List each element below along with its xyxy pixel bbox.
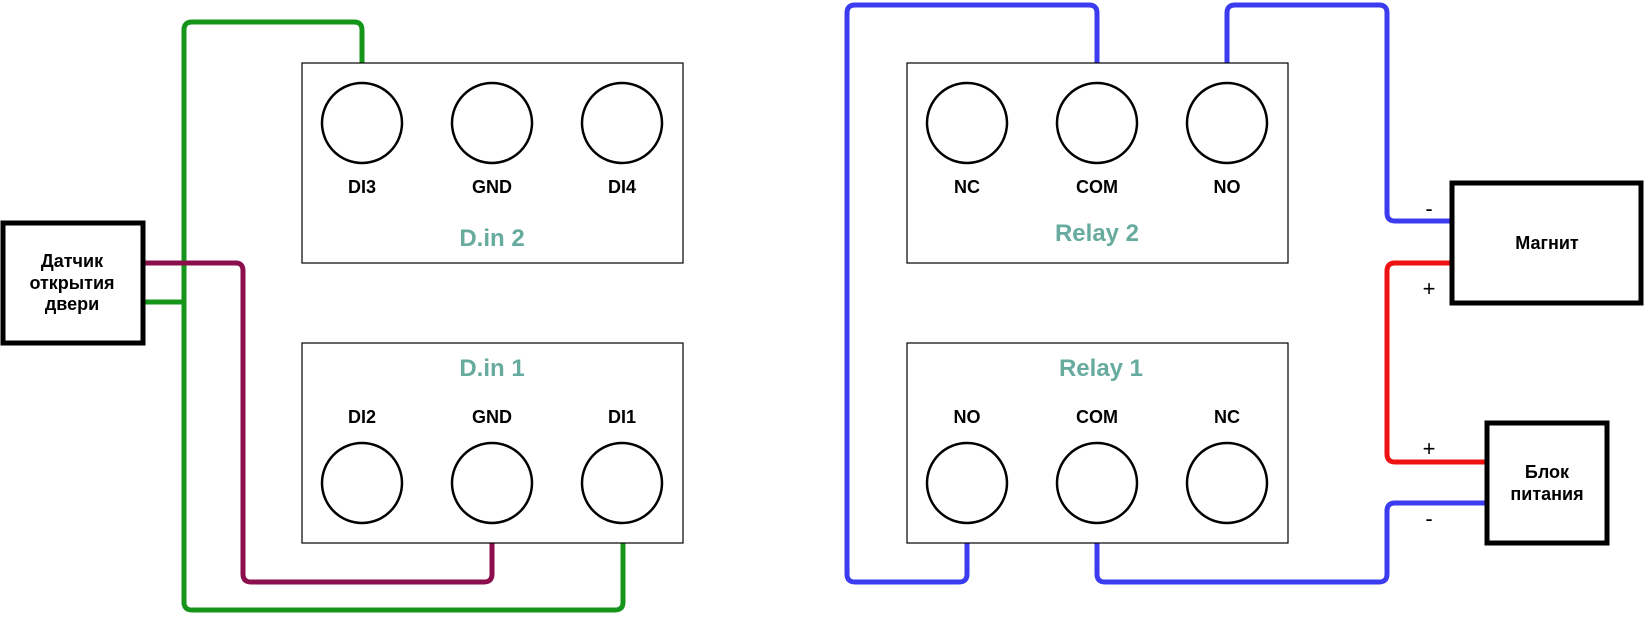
panel-relay1: Relay 1 NO COM NC bbox=[906, 342, 1289, 544]
terminal-relay1-no[interactable] bbox=[925, 441, 1009, 525]
wire-relay1-com-to-psu bbox=[1094, 500, 1487, 585]
panel-din1: D.in 1 DI2 GND DI1 bbox=[301, 342, 684, 544]
label-di1: DI1 bbox=[608, 407, 636, 427]
power-supply-label-line1: Блок bbox=[1525, 462, 1570, 482]
panel-relay2-title: Relay 2 bbox=[1055, 220, 1139, 247]
label-relay2-no: NO bbox=[1214, 177, 1241, 197]
terminal-relay2-com[interactable] bbox=[1055, 81, 1139, 165]
polarity-magnet-plus: + bbox=[1423, 276, 1436, 301]
label-relay1-com: COM bbox=[1076, 407, 1118, 427]
terminal-di4[interactable] bbox=[580, 81, 664, 165]
panel-din2: DI3 GND DI4 D.in 2 bbox=[301, 62, 684, 264]
polarity-psu-minus: - bbox=[1425, 506, 1432, 531]
panel-din2-title: D.in 2 bbox=[459, 225, 524, 252]
terminal-din2-gnd[interactable] bbox=[450, 81, 534, 165]
power-supply-box[interactable] bbox=[1484, 420, 1610, 546]
wire-magnet-to-psu-plus bbox=[1384, 260, 1487, 465]
panel-din1-title: D.in 1 bbox=[459, 355, 524, 382]
terminal-relay2-nc[interactable] bbox=[925, 81, 1009, 165]
wire-sensor-to-gnd bbox=[145, 260, 495, 585]
power-supply-label-line2: питания bbox=[1510, 484, 1583, 504]
door-sensor-label-line1: Датчик bbox=[41, 251, 104, 271]
device-magnet: Магнит bbox=[1449, 180, 1644, 306]
wire-relay1-no-to-relay2-com bbox=[844, 2, 1100, 585]
panel-relay2: NC COM NO Relay 2 bbox=[906, 62, 1289, 264]
terminal-di1[interactable] bbox=[580, 441, 664, 525]
terminal-di2[interactable] bbox=[320, 441, 404, 525]
label-relay1-nc: NC bbox=[1214, 407, 1240, 427]
label-din1-gnd: GND bbox=[472, 407, 512, 427]
terminal-din1-gnd[interactable] bbox=[450, 441, 534, 525]
wire-relay2-no-to-magnet bbox=[1224, 2, 1452, 224]
terminal-relay1-com[interactable] bbox=[1055, 441, 1139, 525]
label-di2: DI2 bbox=[348, 407, 376, 427]
door-sensor-box[interactable] bbox=[0, 220, 146, 346]
door-sensor-label-line3: двери bbox=[45, 294, 99, 314]
terminal-relay1-nc[interactable] bbox=[1185, 441, 1269, 525]
magnet-label: Магнит bbox=[1515, 233, 1579, 253]
terminal-di3[interactable] bbox=[320, 81, 404, 165]
device-power-supply: Блок питания bbox=[1484, 420, 1610, 546]
label-di4: DI4 bbox=[608, 177, 636, 197]
device-door-sensor: Датчик открытия двери bbox=[0, 220, 146, 346]
terminal-relay2-no[interactable] bbox=[1185, 81, 1269, 165]
label-relay1-no: NO bbox=[954, 407, 981, 427]
label-relay2-nc: NC bbox=[954, 177, 980, 197]
wire-sensor-to-di1 bbox=[145, 299, 626, 613]
label-relay2-com: COM bbox=[1076, 177, 1118, 197]
polarity-magnet-minus: - bbox=[1425, 196, 1432, 221]
panel-relay1-title: Relay 1 bbox=[1059, 355, 1143, 382]
door-sensor-label-line2: открытия bbox=[29, 273, 114, 293]
magnet-box[interactable] bbox=[1449, 180, 1644, 306]
label-din2-gnd: GND bbox=[472, 177, 512, 197]
wire-sensor-to-di3 bbox=[145, 19, 365, 305]
polarity-psu-plus: + bbox=[1423, 436, 1436, 461]
label-di3: DI3 bbox=[348, 177, 376, 197]
